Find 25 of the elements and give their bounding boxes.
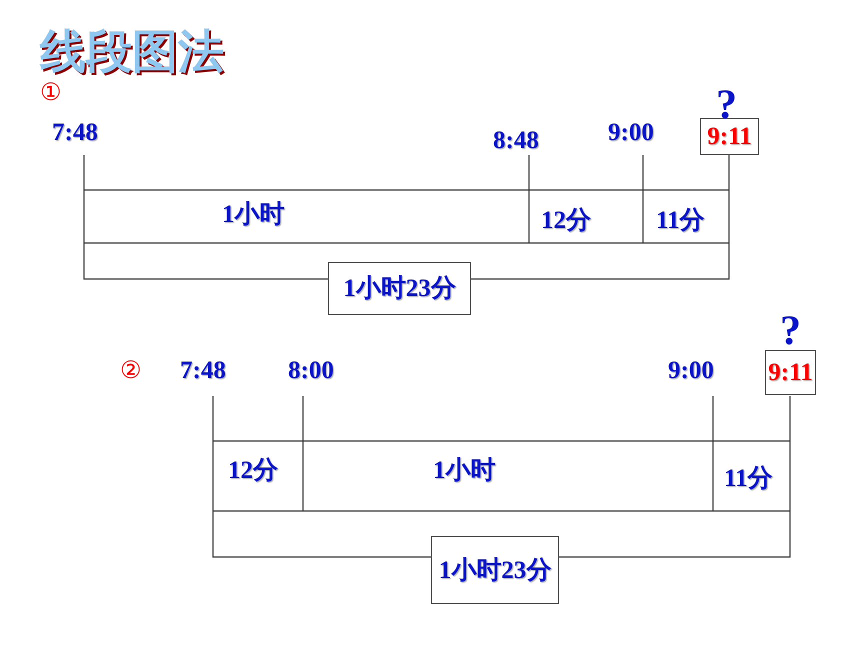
title: 线段图法 bbox=[40, 28, 224, 74]
total-box bbox=[328, 262, 471, 315]
circled-number: ① bbox=[40, 80, 62, 104]
time-label: 8:00 bbox=[288, 358, 334, 383]
segment-label: 11分 bbox=[724, 466, 773, 491]
circled-number: ② bbox=[120, 358, 142, 382]
time-label: 7:48 bbox=[180, 358, 226, 383]
duration-label: 1小时23分 bbox=[438, 558, 552, 582]
answer-box bbox=[700, 118, 759, 155]
total-box bbox=[431, 536, 559, 604]
question-mark: ? bbox=[716, 84, 737, 126]
time-label: 9:00 bbox=[668, 358, 714, 383]
answer-box bbox=[765, 350, 816, 395]
answer-time: 9:11 bbox=[768, 360, 813, 385]
question-mark: ? bbox=[780, 310, 801, 352]
time-label: 9:00 bbox=[608, 120, 654, 145]
time-label: 8:48 bbox=[493, 128, 539, 153]
segment-label: 11分 bbox=[656, 208, 705, 233]
duration-label: 1小时23分 bbox=[343, 276, 456, 301]
time-label: 7:48 bbox=[52, 120, 98, 145]
answer-time: 9:11 bbox=[707, 124, 752, 149]
segment-label: 12分 bbox=[228, 458, 278, 483]
segment-label: 1小时 bbox=[222, 202, 284, 227]
segment-label: 12分 bbox=[541, 208, 591, 233]
segment-label: 1小时 bbox=[433, 458, 496, 483]
